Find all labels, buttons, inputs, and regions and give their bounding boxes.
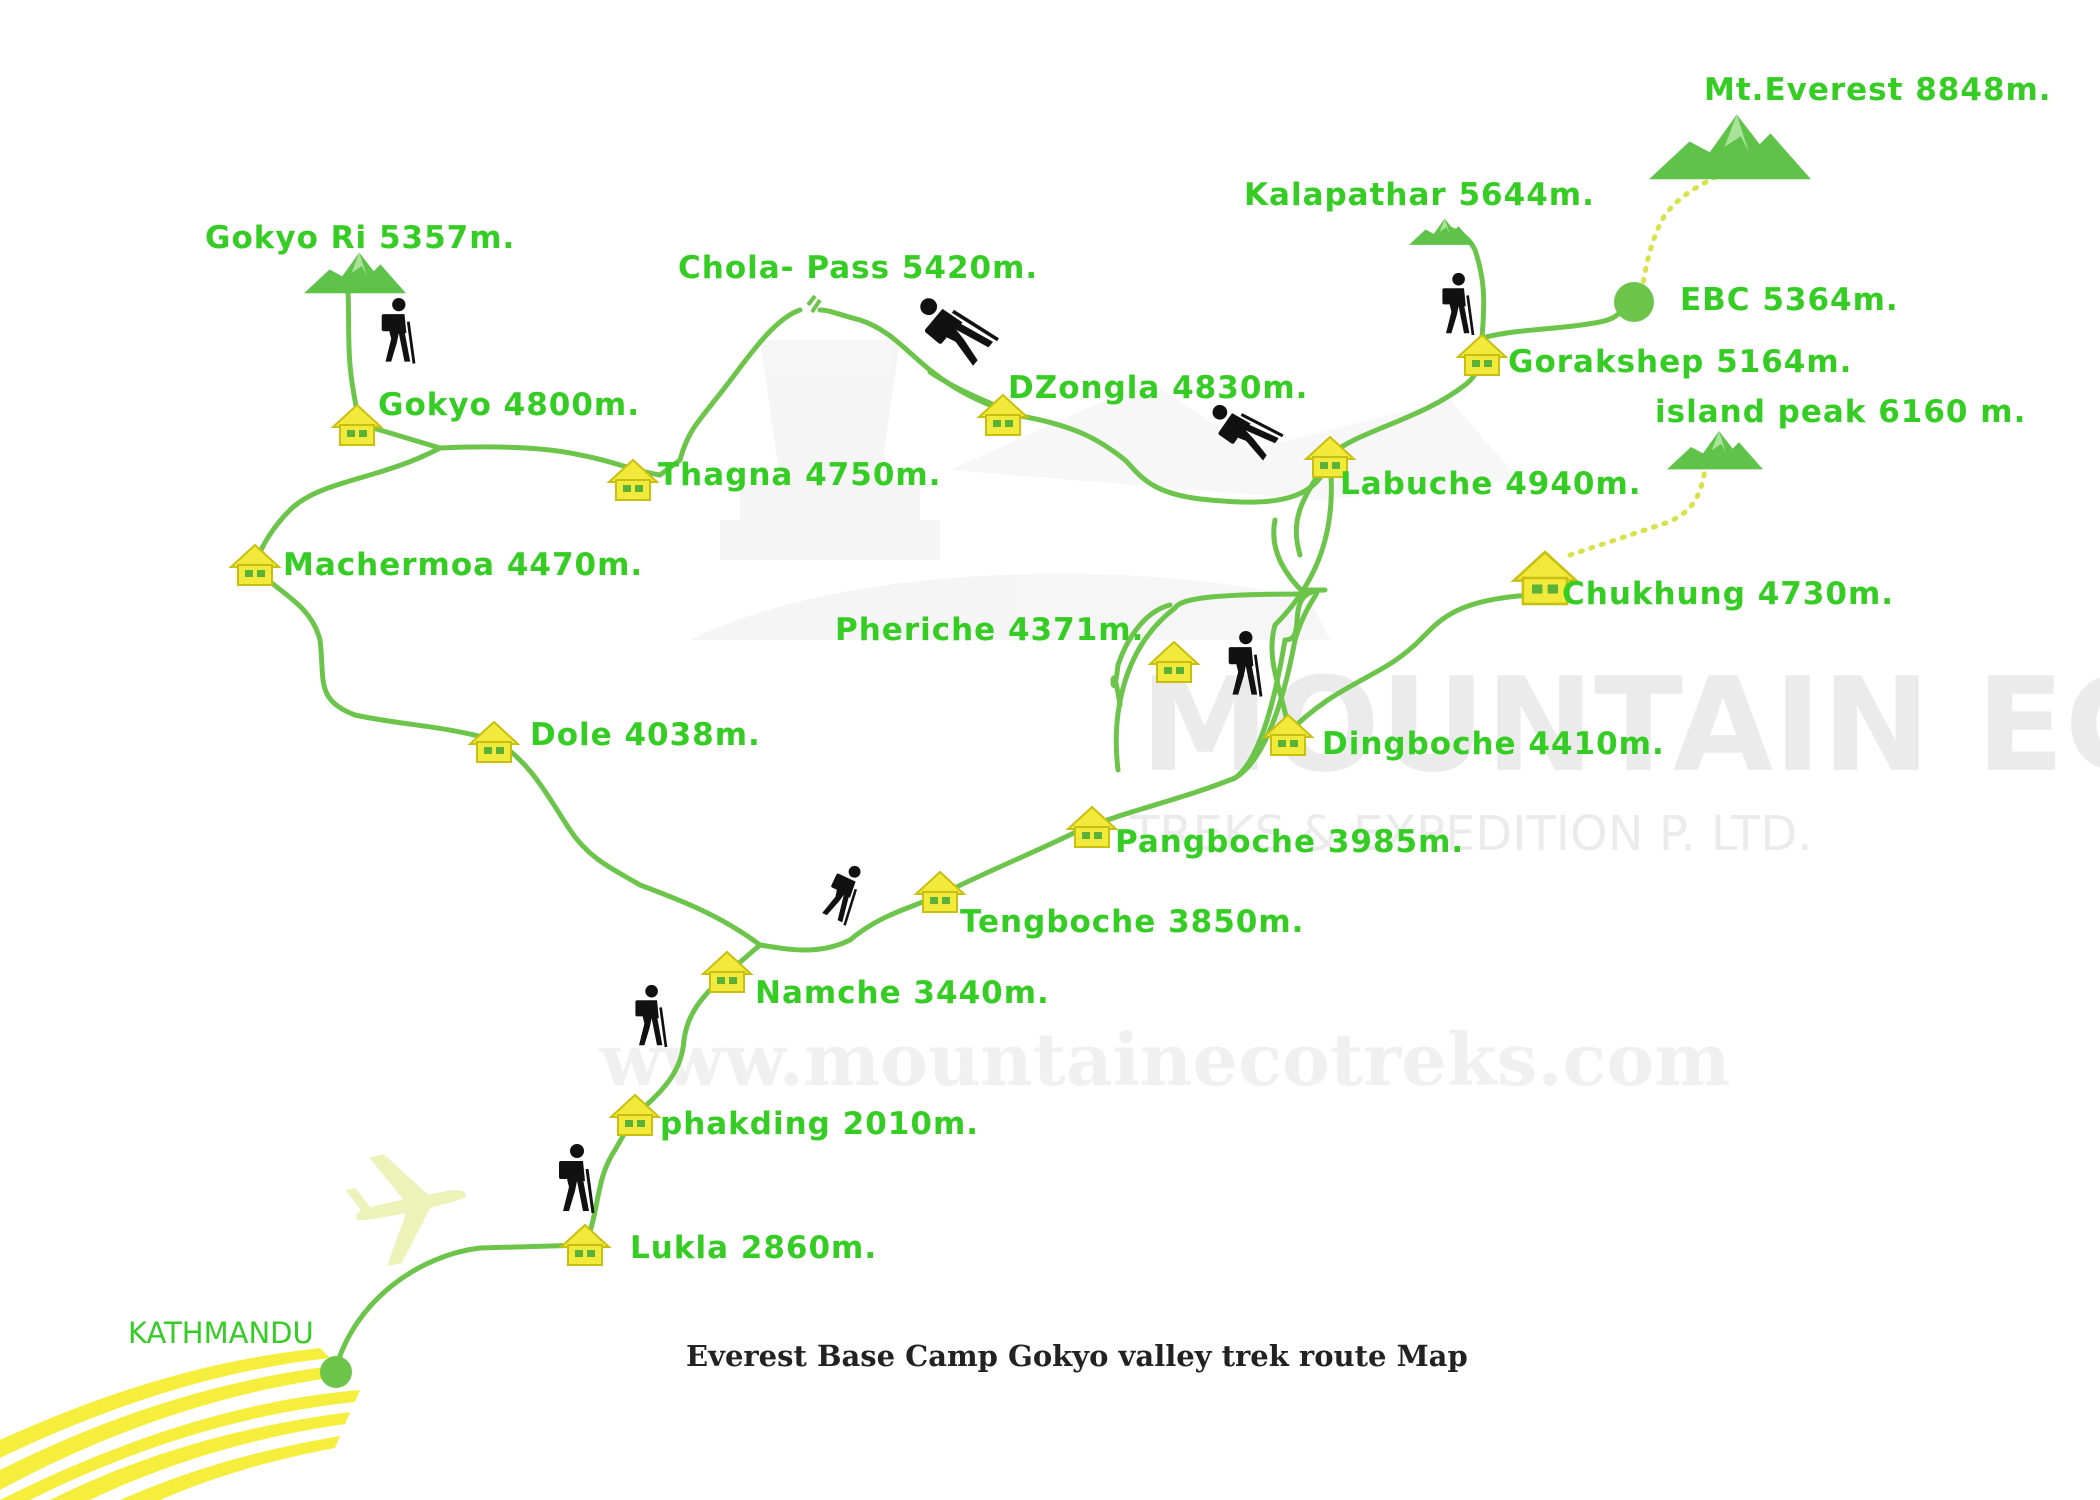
gokyo-ri-peak-icon	[304, 252, 406, 294]
label-pheriche: Pheriche 4371m.	[835, 612, 1144, 648]
label-thagna: Thagna 4750m.	[658, 457, 941, 493]
pangboche-lodge-house-icon	[1067, 806, 1117, 848]
label-dingboche: Dingboche 4410m.	[1322, 726, 1665, 762]
trekker-icon-namche	[817, 858, 871, 927]
kathmandu-circle-marker-icon	[320, 1356, 352, 1388]
ebc-circle-marker-icon	[1614, 282, 1654, 322]
airplane-icon	[345, 1154, 466, 1267]
label-tengboche: Tengboche 3850m.	[960, 904, 1304, 940]
label-gorakshep: Gorakshep 5164m.	[1508, 344, 1852, 380]
everest-peak-icon	[1649, 114, 1811, 180]
label-phakding: phakding 2010m.	[660, 1106, 979, 1142]
lukla-lodge-house-icon	[560, 1224, 610, 1266]
side-trip-lines	[1567, 172, 1723, 558]
label-island-peak: island peak 6160 m.	[1655, 394, 2026, 430]
label-chukhung: Chukhung 4730m.	[1562, 576, 1894, 612]
label-dzongla: DZongla 4830m.	[1008, 370, 1308, 406]
watermark: MOUNTAIN ECO TREKS & EXPEDITION P. LTD. …	[599, 340, 2100, 1102]
trekker-icon-gorakshep	[1441, 271, 1475, 337]
chola-pass-icon	[806, 294, 822, 314]
label-machermoa: Machermoa 4470m.	[283, 547, 643, 583]
label-labuche: Labuche 4940m.	[1340, 466, 1642, 502]
label-ebc: EBC 5364m.	[1680, 282, 1899, 318]
trekker-icon-gokyo	[380, 296, 416, 365]
kalapathar-peak-icon	[1409, 218, 1475, 245]
label-kathmandu: KATHMANDU	[128, 1316, 314, 1350]
dole-lodge-house-icon	[469, 721, 519, 763]
tengboche-lodge-house-icon	[915, 871, 965, 913]
gorakshep-lodge-house-icon	[1457, 334, 1507, 376]
map-title: Everest Base Camp Gokyo valley trek rout…	[686, 1339, 1468, 1373]
label-chola-pass: Chola- Pass 5420m.	[678, 250, 1038, 286]
gokyo-lodge-house-icon	[332, 404, 382, 446]
label-dole: Dole 4038m.	[530, 717, 761, 753]
trekker-icon-lukla	[557, 1142, 595, 1215]
label-lukla: Lukla 2860m.	[630, 1230, 877, 1266]
label-gokyo: Gokyo 4800m.	[378, 387, 640, 423]
label-everest: Mt.Everest 8848m.	[1704, 72, 2052, 108]
watermark-subtitle: TREKS & EXPEDITION P. LTD.	[1129, 806, 1813, 862]
machermoa-lodge-house-icon	[230, 544, 280, 586]
trekker-icon-chola	[906, 284, 1000, 373]
label-kalapathar: Kalapathar 5644m.	[1244, 177, 1595, 213]
watermark-url: www.mountainecotreks.com	[599, 1017, 1730, 1102]
island-peak-icon	[1667, 431, 1763, 470]
label-pangboche: Pangboche 3985m.	[1115, 824, 1464, 860]
runway-icon	[0, 1348, 360, 1500]
label-gokyo-ri: Gokyo Ri 5357m.	[205, 220, 515, 256]
label-namche: Namche 3440m.	[755, 975, 1050, 1011]
pheriche-lodge-house-icon	[1149, 641, 1199, 683]
